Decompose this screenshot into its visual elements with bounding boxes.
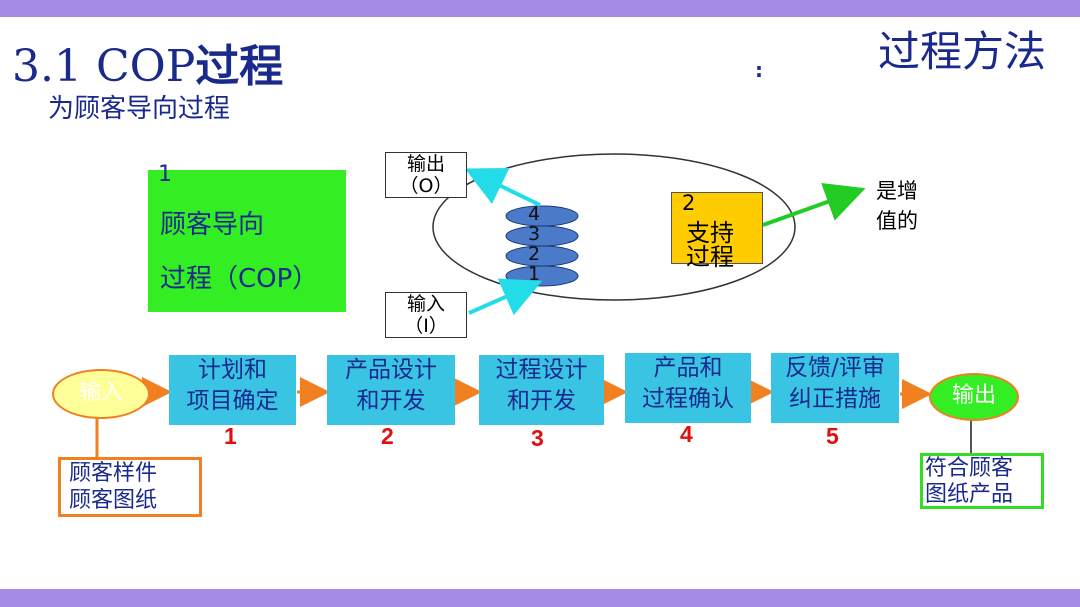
process-ellipse xyxy=(432,153,796,301)
input-note-line2: 顾客图纸 xyxy=(69,488,158,513)
cop-number: 1 xyxy=(158,162,172,187)
cop-line2: 过程（COP） xyxy=(160,264,319,294)
slide-title: 3.1 COP过程 xyxy=(12,41,284,92)
output-label: 输出 xyxy=(406,153,445,175)
output-code: （O） xyxy=(399,175,453,197)
slide-subtitle: 为顾客导向过程 xyxy=(48,94,231,124)
input-box: 输入 （I） xyxy=(385,292,467,338)
output-note-box: 符合顾客 图纸产品 xyxy=(920,453,1044,509)
step-line1: 过程设计 xyxy=(495,357,588,383)
flow-step-1: 计划和 项目确定 xyxy=(169,355,296,425)
step-line1: 反馈/评审 xyxy=(785,355,885,381)
flow-input-oval: 输入 xyxy=(52,369,150,419)
flow-step-5: 反馈/评审 纠正措施 xyxy=(771,353,899,423)
step-line2: 和开发 xyxy=(356,388,426,414)
step-line2: 和开发 xyxy=(507,388,576,414)
stack-number: 3 xyxy=(528,223,541,245)
flow-step-4: 产品和 过程确认 xyxy=(625,353,751,423)
stack-labels: 4 3 2 1 xyxy=(528,204,540,284)
input-code: （I） xyxy=(404,315,448,337)
flow-step-2: 产品设计 和开发 xyxy=(327,355,455,425)
flow-step-3: 过程设计 和开发 xyxy=(479,355,604,425)
output-note-line1: 符合顾客 xyxy=(925,456,1014,481)
input-label: 输入 xyxy=(406,293,445,315)
support-label: 支持 过程 xyxy=(686,221,734,269)
corner-title: 过程方法 xyxy=(878,27,1047,76)
colon-mark: : xyxy=(755,58,763,82)
step-line1: 产品和 xyxy=(653,355,723,381)
value-added-line2: 值的 xyxy=(876,209,918,233)
step-number-4: 4 xyxy=(680,421,693,447)
step-number-3: 3 xyxy=(531,425,544,451)
step-line1: 计划和 xyxy=(198,357,267,383)
support-line1: 支持 xyxy=(686,219,734,247)
flow-arrows xyxy=(142,377,932,409)
input-arrow xyxy=(468,278,543,316)
step-line1: 产品设计 xyxy=(345,357,437,383)
step-line2: 项目确定 xyxy=(186,388,279,414)
bottom-accent-bar xyxy=(0,589,1080,607)
step-number-5: 5 xyxy=(826,423,839,449)
output-arrow xyxy=(464,167,541,207)
value-added-line1: 是增 xyxy=(876,179,918,203)
input-note-box: 顾客样件 顾客图纸 xyxy=(58,457,202,517)
top-accent-bar xyxy=(0,0,1080,17)
support-line2: 过程 xyxy=(686,243,734,271)
support-number: 2 xyxy=(682,191,696,215)
flow-output-oval: 输出 xyxy=(929,373,1019,421)
stack-number: 2 xyxy=(528,243,541,265)
step-number-2: 2 xyxy=(381,423,394,449)
cop-line1: 顾客导向 xyxy=(160,210,265,240)
input-note-line1: 顾客样件 xyxy=(69,461,158,486)
step-line2: 过程确认 xyxy=(642,386,734,412)
stacked-discs xyxy=(505,205,579,287)
value-added-label: 是增 值的 xyxy=(876,176,918,236)
step-line2: 纠正措施 xyxy=(789,386,881,412)
cop-box: 1 顾客导向 过程（COP） xyxy=(148,162,346,312)
value-arrow xyxy=(762,182,866,227)
stack-number: 1 xyxy=(528,263,541,285)
support-process-box: 2 支持 过程 xyxy=(671,191,763,269)
stack-number: 4 xyxy=(528,203,541,225)
step-number-1: 1 xyxy=(224,423,237,449)
output-note-line2: 图纸产品 xyxy=(925,482,1014,507)
output-box: 输出 （O） xyxy=(385,152,467,198)
